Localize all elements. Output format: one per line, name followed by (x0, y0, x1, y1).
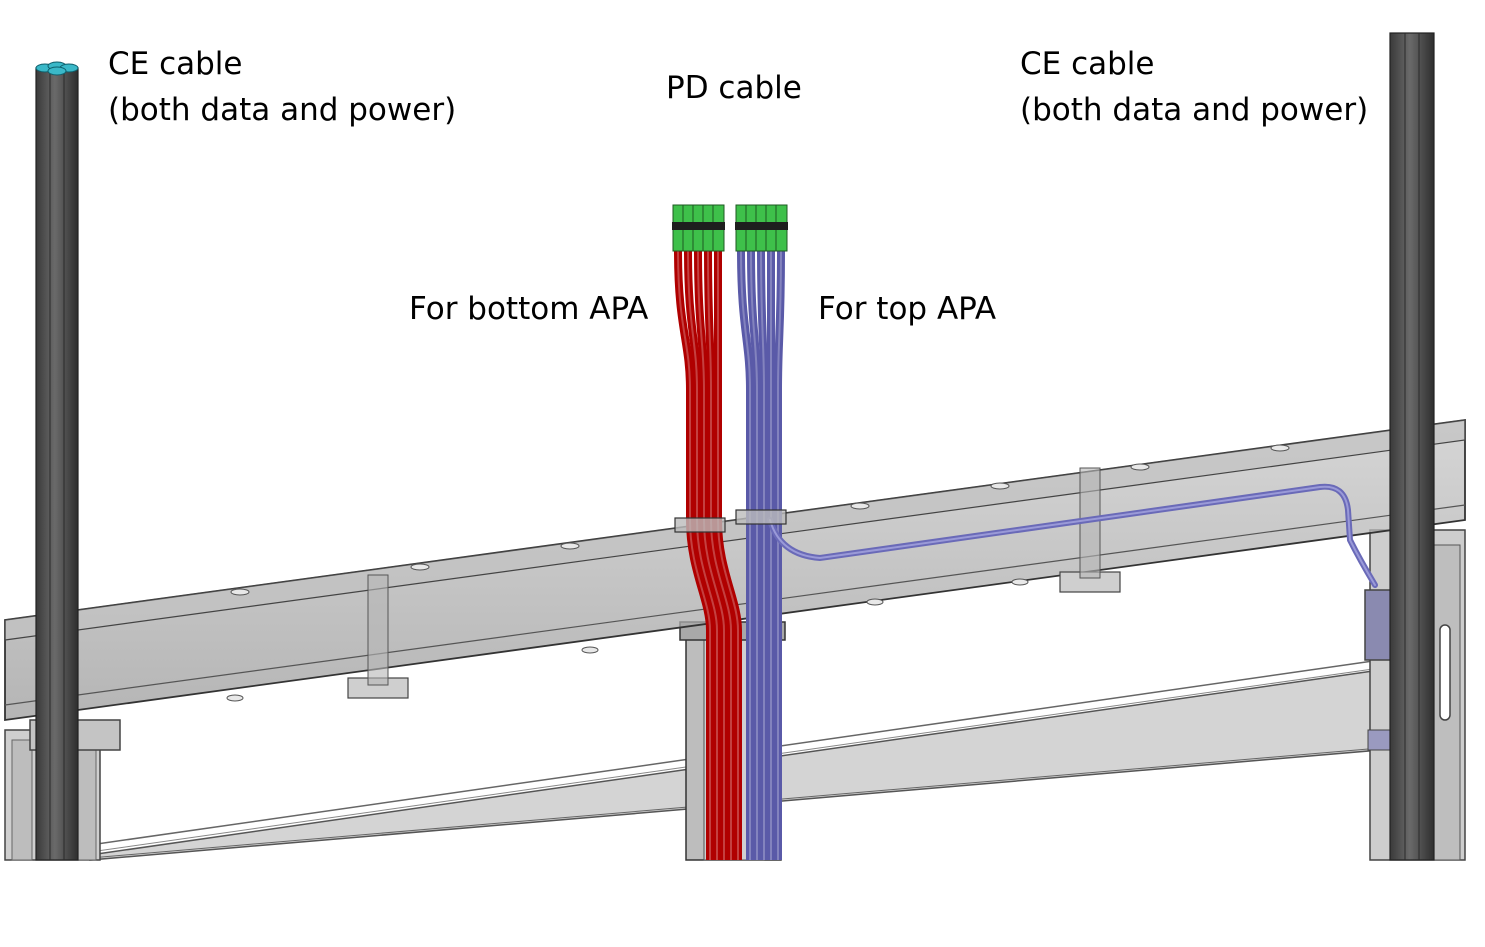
pd-cable-bottom-apa-strand-highlight (687, 249, 718, 860)
pd-cable-top-apa-connector-band (755, 222, 768, 230)
ce-cable-right (1389, 32, 1435, 861)
pd-cable-label: PD cable (666, 65, 802, 111)
ce-cable-left (35, 61, 79, 861)
pd-cable-top-apa-strand (773, 249, 785, 860)
ce-cable-right-line1: CE cable (1020, 46, 1155, 82)
pd-cable-top-apa-strand-highlight (760, 249, 765, 860)
pd-cable-bottom-apa-connector-band (682, 222, 695, 230)
pd-cable-top-apa-strand-highlight (740, 249, 751, 860)
top-apa-text: For top APA (818, 291, 997, 327)
ce-cable-left-line2: (both data and power) (108, 92, 457, 128)
pd-cable-bottom-apa-strand (674, 249, 714, 860)
pd-cable-bottom-apa-strand-highlight (707, 249, 732, 860)
pd-cable-bottom-apa-strand (713, 250, 742, 860)
pd-cable-bottom-apa-strand (694, 249, 728, 860)
pd-cable-text: PD cable (666, 70, 802, 106)
pd-cable-top-apa-connector-band (775, 222, 788, 230)
bottom-apa-text: For bottom APA (409, 291, 649, 327)
pd-cable-bottom-apa-strand (684, 249, 721, 860)
pd-cable-top-apa-strand-highlight (776, 249, 782, 860)
pd-cable-top-apa-strand (747, 249, 761, 860)
pd-cable-bottom-apa-strand (704, 249, 735, 860)
top-apa-label: For top APA (818, 286, 996, 332)
feedthrough-plate-left (674, 517, 726, 533)
top-beam (4, 418, 1466, 725)
pd-cable-bottom-apa (672, 204, 742, 860)
pd-cable-bottom-apa-strand-highlight (697, 249, 725, 860)
ce-cable-right-label: CE cable (both data and power) (1020, 41, 1368, 133)
feedthrough-plate-right (735, 509, 787, 525)
pd-cable-bottom-apa-strand-highlight (716, 250, 739, 860)
pd-cable-top-apa-strand (757, 249, 768, 860)
pd-cable-top-apa (735, 204, 788, 860)
ce-cable-right-line2: (both data and power) (1020, 92, 1369, 128)
pd-cable-bottom-apa-connector-band (692, 222, 705, 230)
pd-cable-top-apa-connector-band (745, 222, 758, 230)
pd-cable-bottom-apa-strand-highlight (677, 249, 711, 860)
ce-cable-left-line1: CE cable (108, 46, 243, 82)
ce-cable-left-label: CE cable (both data and power) (108, 41, 456, 133)
pd-cable-bottom-apa-connector-band (702, 222, 715, 230)
pd-cable-bottom-apa-connector-band (712, 222, 725, 230)
pd-cable-top-apa-connector-band (735, 222, 748, 230)
pd-cable-top-apa-connector-band (765, 222, 778, 230)
pd-cable-top-apa-strand-highlight (750, 249, 758, 860)
pd-cable-bottom-apa-connector-band (672, 222, 685, 230)
pd-cable-top-apa-strand (737, 249, 754, 860)
bottom-apa-label: For bottom APA (409, 286, 648, 332)
